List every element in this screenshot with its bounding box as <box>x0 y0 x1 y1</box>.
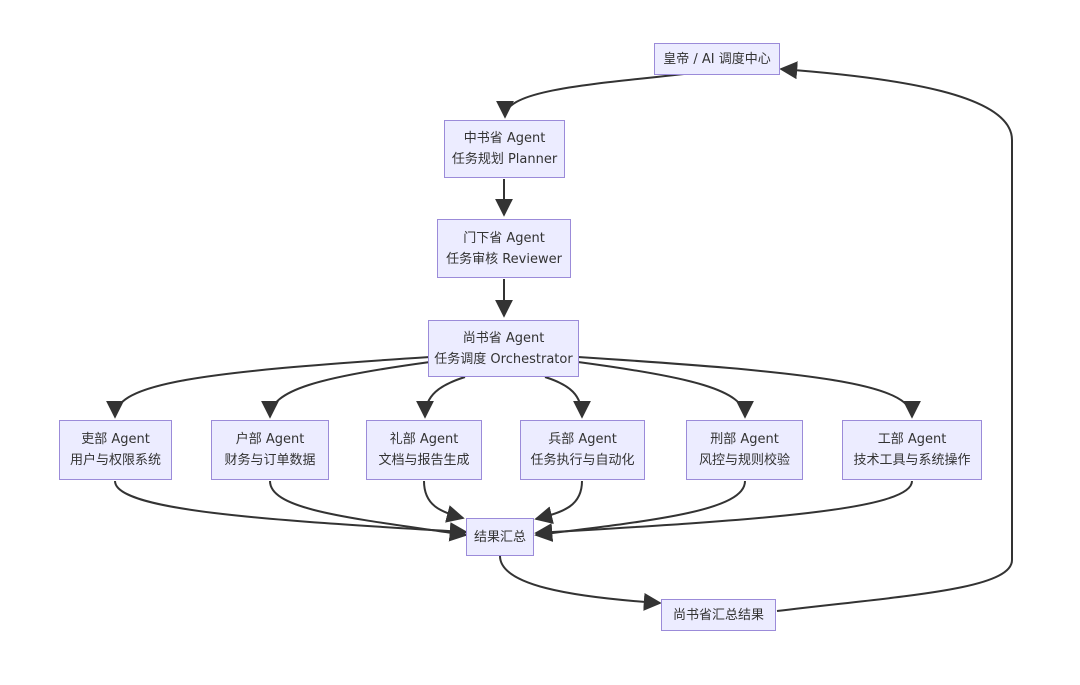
node-li-hr: 吏部 Agent 用户与权限系统 <box>59 420 172 480</box>
node-xing: 刑部 Agent 风控与规则校验 <box>686 420 803 480</box>
node-emperor-label: 皇帝 / AI 调度中心 <box>663 51 771 67</box>
node-gong-title: 工部 Agent <box>877 432 947 447</box>
node-hu-subtitle: 财务与订单数据 <box>224 453 316 468</box>
node-shangshu: 尚书省 Agent 任务调度 Orchestrator <box>428 320 579 377</box>
node-final: 尚书省汇总结果 <box>661 599 776 631</box>
node-summary-label: 结果汇总 <box>473 529 526 545</box>
edge-gong-to-summary <box>534 480 913 542</box>
node-bing-title: 兵部 Agent <box>548 432 617 447</box>
node-li-rites-subtitle: 文档与报告生成 <box>378 453 470 468</box>
edge-shangshu-to-bing <box>544 376 591 419</box>
node-gong-subtitle: 技术工具与系统操作 <box>853 453 971 468</box>
edge-final-to-emperor <box>776 61 1013 612</box>
node-summary: 结果汇总 <box>466 518 534 556</box>
edge-shangshu-to-li-rites <box>416 376 466 419</box>
node-li-rites-title: 礼部 Agent <box>389 432 459 447</box>
node-emperor: 皇帝 / AI 调度中心 <box>654 43 780 75</box>
node-li-hr-subtitle: 用户与权限系统 <box>69 453 161 468</box>
node-hu-title: 户部 Agent <box>235 432 305 447</box>
node-menxia-title: 门下省 Agent <box>463 230 545 246</box>
node-menxia: 门下省 Agent 任务审核 Reviewer <box>437 219 571 278</box>
node-zhongshu: 中书省 Agent 任务规划 Planner <box>444 120 565 178</box>
edge-shangshu-to-xing <box>577 361 754 419</box>
edge-shangshu-to-li-hr <box>106 356 431 419</box>
node-zhongshu-subtitle: 任务规划 Planner <box>451 152 558 167</box>
edge-emperor-to-zhongshu <box>496 70 712 119</box>
node-xing-title: 刑部 Agent <box>710 432 779 447</box>
node-shangshu-subtitle: 任务调度 Orchestrator <box>434 351 573 367</box>
edge-shangshu-to-hu <box>261 361 431 419</box>
node-zhongshu-title: 中书省 Agent <box>463 131 546 146</box>
node-bing: 兵部 Agent 任务执行与自动化 <box>520 420 645 480</box>
node-li-rites: 礼部 Agent 文档与报告生成 <box>366 420 482 480</box>
node-final-label: 尚书省汇总结果 <box>672 607 764 623</box>
edge-hu-to-summary <box>269 480 468 542</box>
edge-shangshu-to-gong <box>577 356 921 419</box>
node-bing-subtitle: 任务执行与自动化 <box>530 453 635 468</box>
node-li-hr-title: 吏部 Agent <box>81 432 150 447</box>
node-shangshu-title: 尚书省 Agent <box>462 330 545 346</box>
edge-bing-to-summary <box>534 480 583 524</box>
edge-li-rites-to-summary <box>423 480 465 523</box>
edge-li-hr-to-summary <box>114 480 468 541</box>
node-menxia-subtitle: 任务审核 Reviewer <box>446 251 562 267</box>
node-gong: 工部 Agent 技术工具与系统操作 <box>842 420 982 480</box>
node-xing-subtitle: 风控与规则校验 <box>698 453 790 468</box>
edge-summary-to-final <box>499 555 662 611</box>
node-hu: 户部 Agent 财务与订单数据 <box>211 420 329 480</box>
